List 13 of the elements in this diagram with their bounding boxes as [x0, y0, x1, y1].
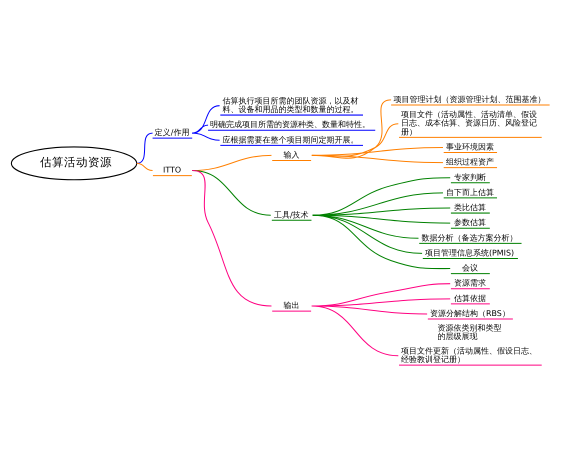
node-ellipse: 估算活动资源 — [10, 146, 138, 180]
connector — [136, 132, 153, 164]
connector — [192, 170, 272, 307]
connector — [312, 214, 450, 224]
connector — [192, 132, 220, 141]
connector — [312, 214, 422, 254]
connector — [312, 306, 398, 356]
connector — [192, 105, 220, 134]
connector — [192, 170, 271, 216]
connector — [136, 162, 153, 172]
connector — [312, 214, 450, 270]
connector — [312, 154, 443, 164]
connector — [192, 124, 208, 134]
